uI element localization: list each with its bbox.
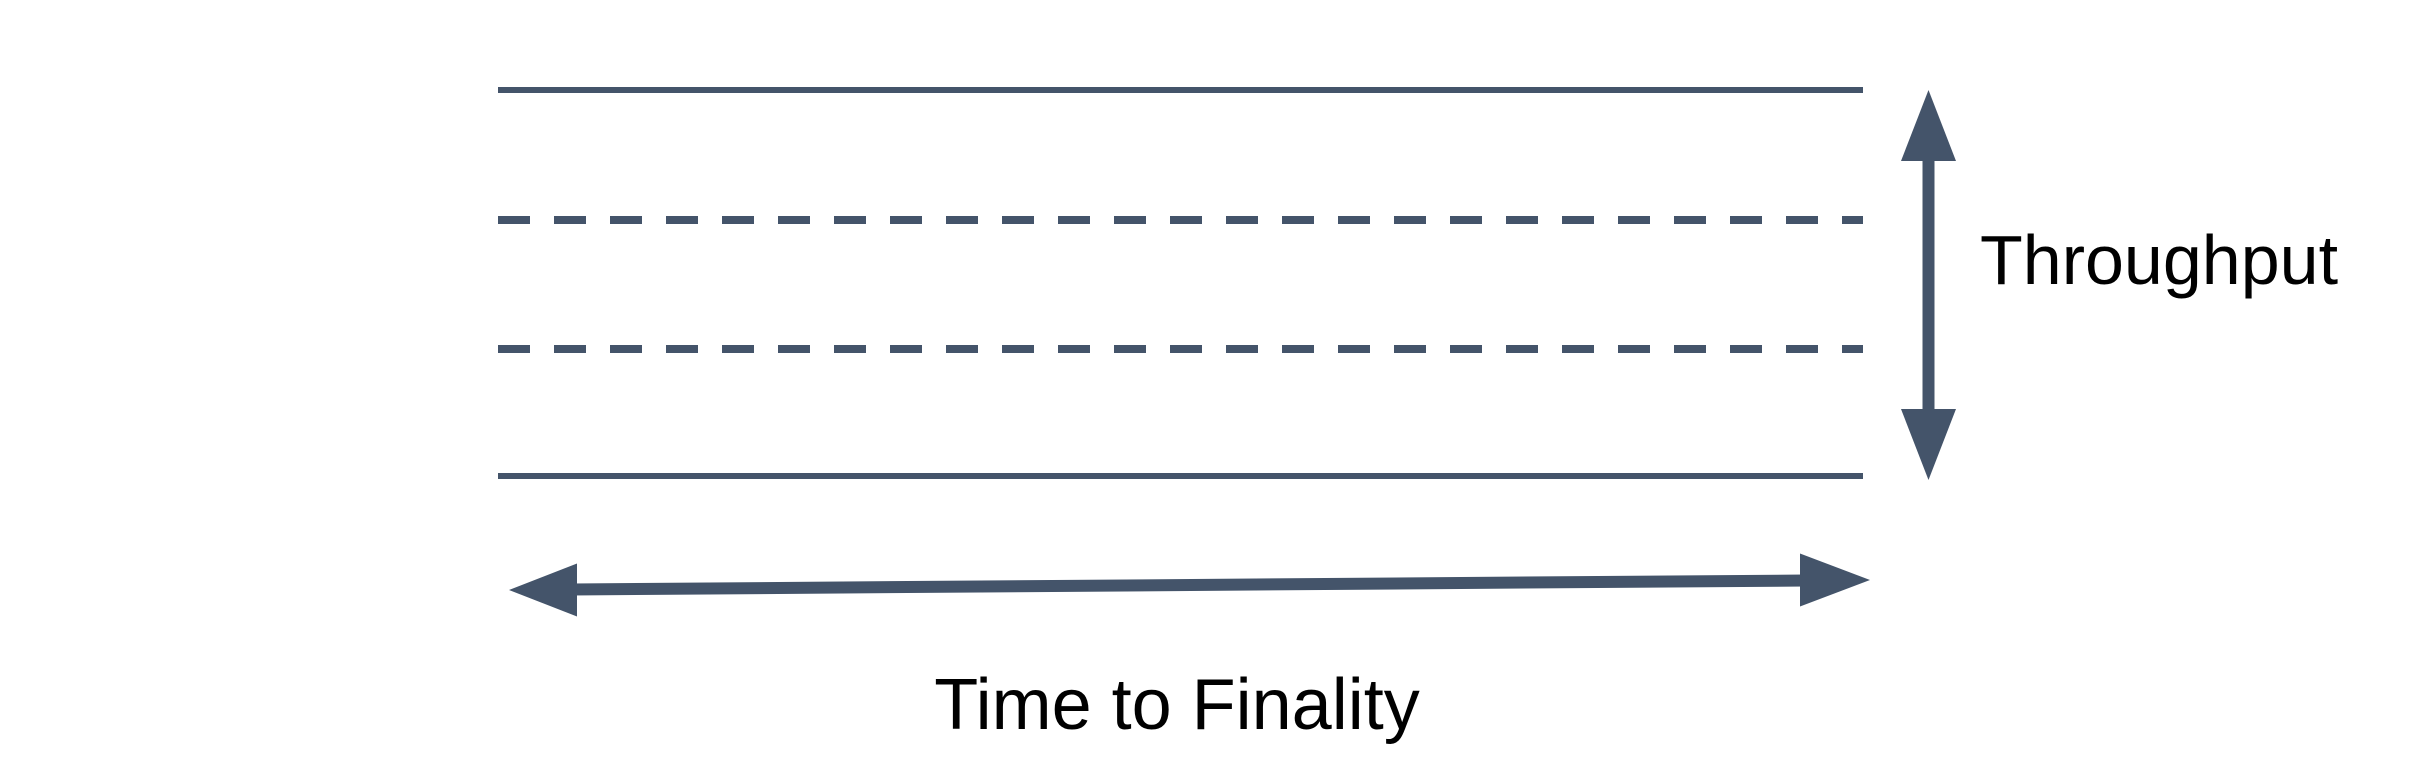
throughput-range-arrow <box>1901 90 1956 480</box>
throughput-label: Throughput <box>1980 221 2339 299</box>
time-to-finality-label: Time to Finality <box>934 665 1420 745</box>
down-arrowhead-icon <box>1901 409 1956 480</box>
left-arrowhead-icon <box>509 563 577 617</box>
time-to-finality-range-arrow <box>509 553 1870 617</box>
right-arrowhead-icon <box>1800 553 1870 607</box>
up-arrowhead-icon <box>1901 90 1956 161</box>
time-arrow-shaft <box>570 574 1807 596</box>
